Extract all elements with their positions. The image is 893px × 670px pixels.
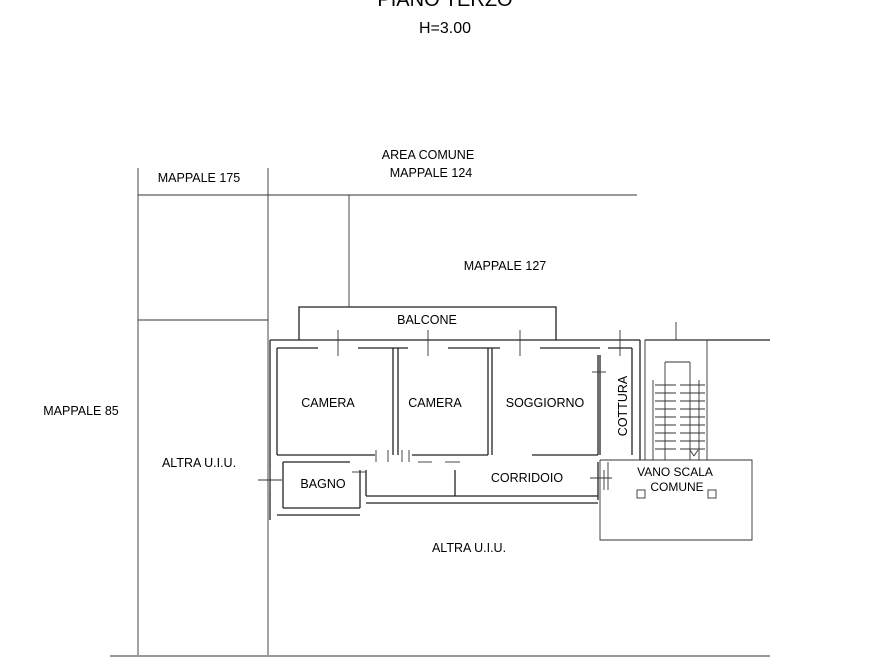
label-soggiorno: SOGGIORNO — [506, 396, 585, 410]
balcony-outline — [298, 306, 557, 340]
label-mappale-175: MAPPALE 175 — [158, 171, 241, 185]
apartment-walls — [269, 339, 770, 520]
label-area-comune: AREA COMUNE — [382, 148, 474, 162]
label-mappale-85: MAPPALE 85 — [43, 404, 119, 418]
staircase — [644, 322, 708, 461]
label-altra-uiu-left: ALTRA U.I.U. — [162, 456, 236, 470]
label-camera-2: CAMERA — [408, 396, 462, 410]
label-altra-uiu-bottom: ALTRA U.I.U. — [432, 541, 506, 555]
label-comune: COMUNE — [650, 480, 703, 494]
label-mappale-124: MAPPALE 124 — [390, 166, 473, 180]
parcel-boundaries — [110, 168, 770, 657]
label-camera-1: CAMERA — [301, 396, 355, 410]
opening-marks — [258, 330, 621, 490]
stair-landing — [599, 459, 753, 541]
label-cottura: COTTURA — [616, 375, 630, 436]
plan-title: PIANO TERZO — [377, 0, 512, 11]
label-vano-scala: VANO SCALA — [637, 465, 713, 479]
height-label: H=3.00 — [419, 20, 471, 37]
label-corridoio: CORRIDOIO — [491, 471, 564, 485]
label-balcone: BALCONE — [397, 313, 457, 327]
label-mappale-127: MAPPALE 127 — [464, 259, 547, 273]
label-bagno: BAGNO — [300, 477, 345, 491]
